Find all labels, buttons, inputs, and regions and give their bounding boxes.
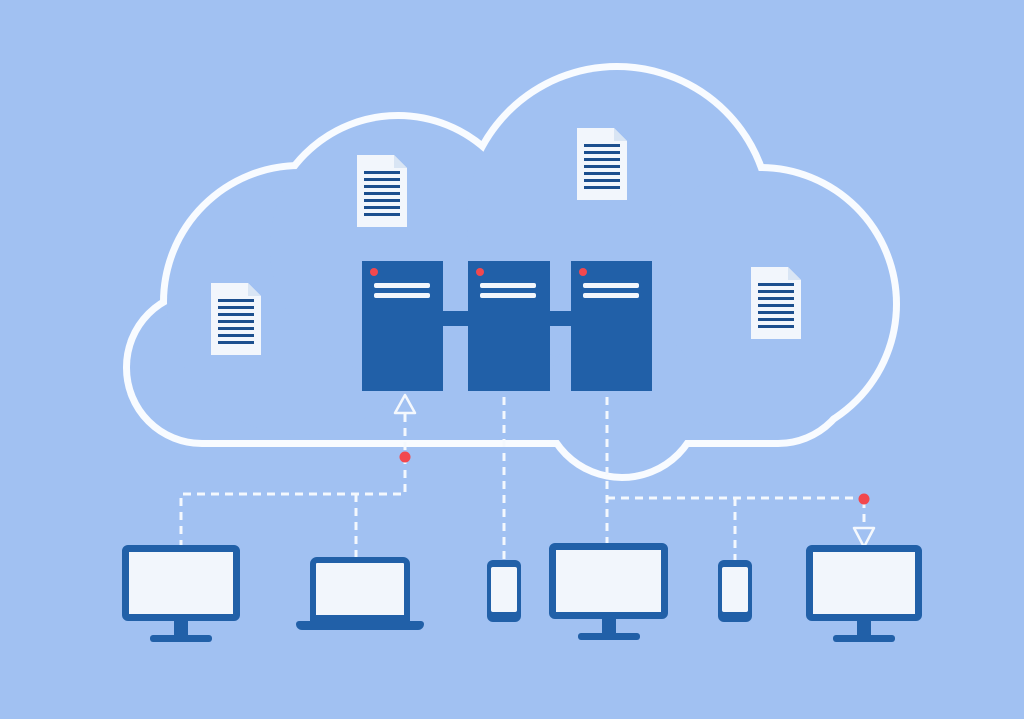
arrow-down-icon [852, 526, 876, 549]
document-text-lines [584, 144, 620, 191]
server-slot [480, 283, 536, 288]
laptop-icon [296, 557, 424, 630]
monitor-screen [806, 545, 922, 621]
monitor-base [577, 633, 640, 640]
document-icon-1 [357, 155, 407, 227]
server-slot [374, 293, 430, 298]
document-text-lines [758, 283, 794, 330]
document-text-lines [218, 299, 254, 346]
desktop-monitor-icon-2 [549, 543, 668, 640]
server-tower-3 [571, 261, 652, 391]
download-transfer-dot [858, 493, 870, 505]
phone-screen [491, 567, 517, 612]
server-connector-1 [441, 311, 470, 326]
upload-transfer-dot [399, 451, 411, 463]
artboard-margin [0, 719, 1024, 727]
desktop-monitor-icon-3 [806, 545, 922, 642]
desktop-monitor-icon-1 [122, 545, 240, 642]
smartphone-icon-2 [718, 560, 752, 622]
server-slot [480, 293, 536, 298]
server-connector-2 [548, 311, 573, 326]
document-icon-3 [211, 283, 261, 355]
status-led-icon [579, 268, 587, 276]
server-tower-1 [362, 261, 443, 391]
status-led-icon [370, 268, 378, 276]
server-tower-2 [468, 261, 550, 391]
arrow-up-icon [393, 393, 417, 415]
smartphone-icon-1 [487, 560, 521, 622]
document-icon-4 [751, 267, 801, 339]
phone-screen [722, 567, 748, 612]
document-text-lines [364, 171, 400, 218]
document-icon-2 [577, 128, 627, 200]
server-slot [374, 283, 430, 288]
monitor-stand [174, 620, 188, 636]
laptop-base [296, 621, 424, 630]
laptop-screen [310, 557, 410, 621]
monitor-base [833, 635, 895, 642]
monitor-base [150, 635, 212, 642]
monitor-stand [857, 620, 871, 636]
status-led-icon [476, 268, 484, 276]
monitor-screen [122, 545, 240, 621]
monitor-screen [549, 543, 668, 619]
server-slot [583, 293, 639, 298]
server-slot [583, 283, 639, 288]
monitor-stand [601, 618, 616, 634]
